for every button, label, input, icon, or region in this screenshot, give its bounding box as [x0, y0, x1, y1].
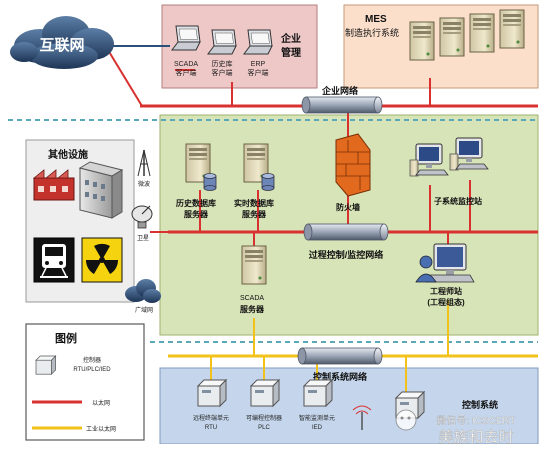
historian-server-label-1: 历史数据库	[176, 198, 216, 208]
mes-server-icon-3	[469, 13, 495, 53]
historian-server-label-2: 服务器	[184, 209, 209, 219]
engineer-workstation-icon	[415, 243, 475, 283]
mes-server-icon-2	[439, 17, 465, 57]
realtime-db-cylinder-icon	[261, 173, 275, 191]
watermark-line-2: 美族和去时	[438, 429, 513, 444]
control-system-network-tube	[297, 347, 383, 365]
satellite-label: 卫星	[137, 235, 149, 242]
firewall-icon	[335, 133, 371, 197]
other-facilities-title: 其他设施	[48, 148, 88, 161]
plc-label-1: 可编程控制器	[246, 414, 282, 422]
rtu-label-1: 远程终端单元	[193, 414, 229, 422]
legend-box	[25, 323, 145, 441]
ied-label-2: IED	[312, 425, 323, 431]
process-network-label: 过程控制/监控网络	[309, 249, 384, 260]
enterprise-network-tube	[301, 96, 383, 114]
wechat-logo-icon	[395, 409, 417, 431]
internet-label: 互联网	[39, 37, 84, 54]
mes-server-icon-1	[409, 21, 435, 61]
historian-db-cylinder-icon	[203, 173, 217, 191]
historian-client-label-1: 历史库	[212, 59, 233, 68]
microwave-tower-icon	[137, 149, 151, 177]
radiation-icon	[81, 237, 123, 283]
antenna-icon	[352, 405, 372, 430]
train-icon	[33, 237, 75, 283]
scada-client-label-2: 客户端	[176, 68, 197, 77]
ied-device-icon	[303, 379, 333, 407]
wan-label: 广域网	[135, 306, 153, 314]
realtime-server-label-2: 服务器	[242, 209, 267, 219]
subsystem-workstation-icon-1	[409, 143, 449, 177]
microwave-label: 微波	[138, 180, 150, 188]
scada-client-label-1: SCADA	[174, 61, 198, 68]
scada-server-label-1: SCADA	[240, 295, 264, 302]
process-network-tube	[303, 223, 389, 241]
satellite-dish-icon	[131, 205, 153, 229]
internet-cloud-icon	[10, 16, 114, 69]
historian-client-label-2: 客户端	[212, 68, 233, 77]
control-system-label: 控制系统	[462, 399, 498, 410]
erp-client-label-2: 客户端	[248, 68, 269, 77]
erp-client-label-1: ERP	[251, 61, 266, 68]
enterprise-network-label: 企业网络	[321, 85, 358, 96]
scada-server-icon	[241, 245, 267, 285]
ied-label-1: 智能监测单元	[299, 414, 335, 422]
legend-industrial-ethernet-label: 工业以太网	[86, 425, 116, 433]
scada-server-label-2: 服务器	[240, 304, 265, 314]
mes-server-icon-4	[499, 9, 525, 49]
plc-device-icon	[250, 379, 280, 407]
wan-cloud-icon	[125, 279, 161, 303]
watermark-line-1: 微信号: ICSCERT	[436, 414, 515, 427]
firewall-label: 防火墙	[336, 202, 360, 212]
enterprise-title-1: 企业	[280, 32, 301, 45]
legend-controller-label-2: RTU/PLC/IED	[73, 367, 111, 373]
subsystem-label: 子系统监控站	[434, 196, 482, 206]
factory-icon	[32, 169, 75, 201]
engineer-label-1: 工程师站	[430, 286, 462, 296]
mes-title-1: MES	[365, 14, 387, 25]
rtu-label-2: RTU	[205, 425, 217, 431]
engineer-label-2: (工程组态)	[427, 297, 465, 307]
legend-controller-label-1: 控制器	[83, 356, 101, 364]
plc-label-2: PLC	[258, 425, 270, 431]
legend-ethernet-label: 以太网	[92, 399, 110, 407]
enterprise-title-2: 管理	[281, 46, 301, 59]
mes-title-2: 制造执行系统	[345, 27, 399, 38]
building-icon	[78, 161, 124, 219]
subsystem-workstation-icon-2	[449, 137, 489, 171]
rtu-device-icon	[197, 379, 227, 407]
legend-controller-icon	[35, 355, 57, 376]
legend-title: 图例	[55, 331, 77, 345]
control-system-network-label: 控制系统网络	[313, 371, 367, 382]
realtime-server-label-1: 实时数据库	[234, 198, 274, 208]
internet-enterprise-line	[107, 49, 143, 107]
